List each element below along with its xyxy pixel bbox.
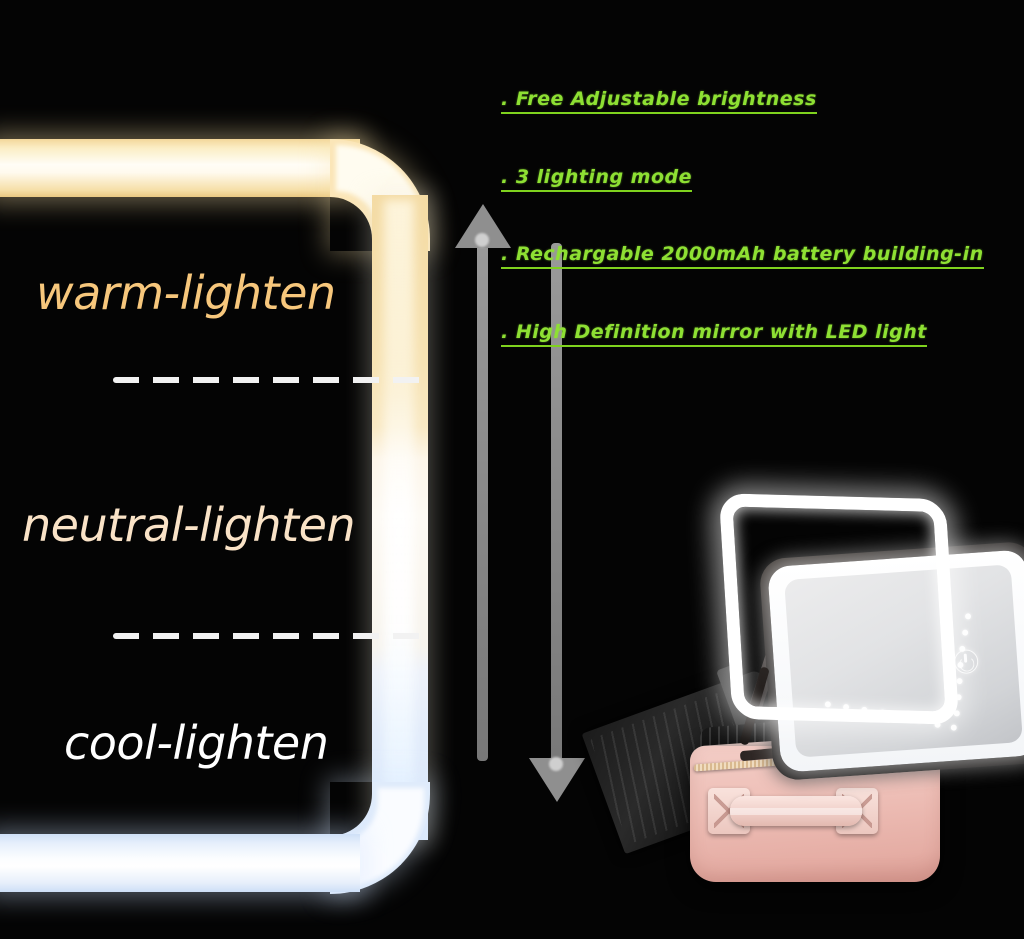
light-bar-top-warm [0, 139, 360, 197]
arrow-down-notch [549, 757, 563, 771]
light-bar-vertical-core-glow [384, 200, 414, 835]
mode-label-neutral: neutral-lighten [22, 498, 356, 552]
divider-warm-neutral [113, 377, 426, 383]
case-handle [708, 786, 880, 844]
arrow-up-notch [475, 233, 489, 247]
arrow-down-shaft [551, 243, 562, 768]
light-bar-bottom-cool [0, 834, 360, 892]
feature-item-battery: . Rechargable 2000mAh battery building-i… [501, 243, 984, 269]
three-tone-light-frame [0, 0, 470, 939]
mode-label-cool: cool-lighten [64, 716, 329, 770]
feature-item-lighting-mode: . 3 lighting mode [501, 166, 692, 192]
handle-strap [730, 796, 862, 826]
feature-item-mirror: . High Definition mirror with LED light [501, 321, 927, 347]
feature-item-brightness: . Free Adjustable brightness [501, 88, 817, 114]
divider-neutral-cool [113, 633, 426, 639]
product-photo [581, 470, 1024, 900]
led-light-ring [718, 493, 960, 725]
arrow-up-shaft [477, 236, 488, 761]
mode-label-warm: warm-lighten [36, 266, 336, 320]
